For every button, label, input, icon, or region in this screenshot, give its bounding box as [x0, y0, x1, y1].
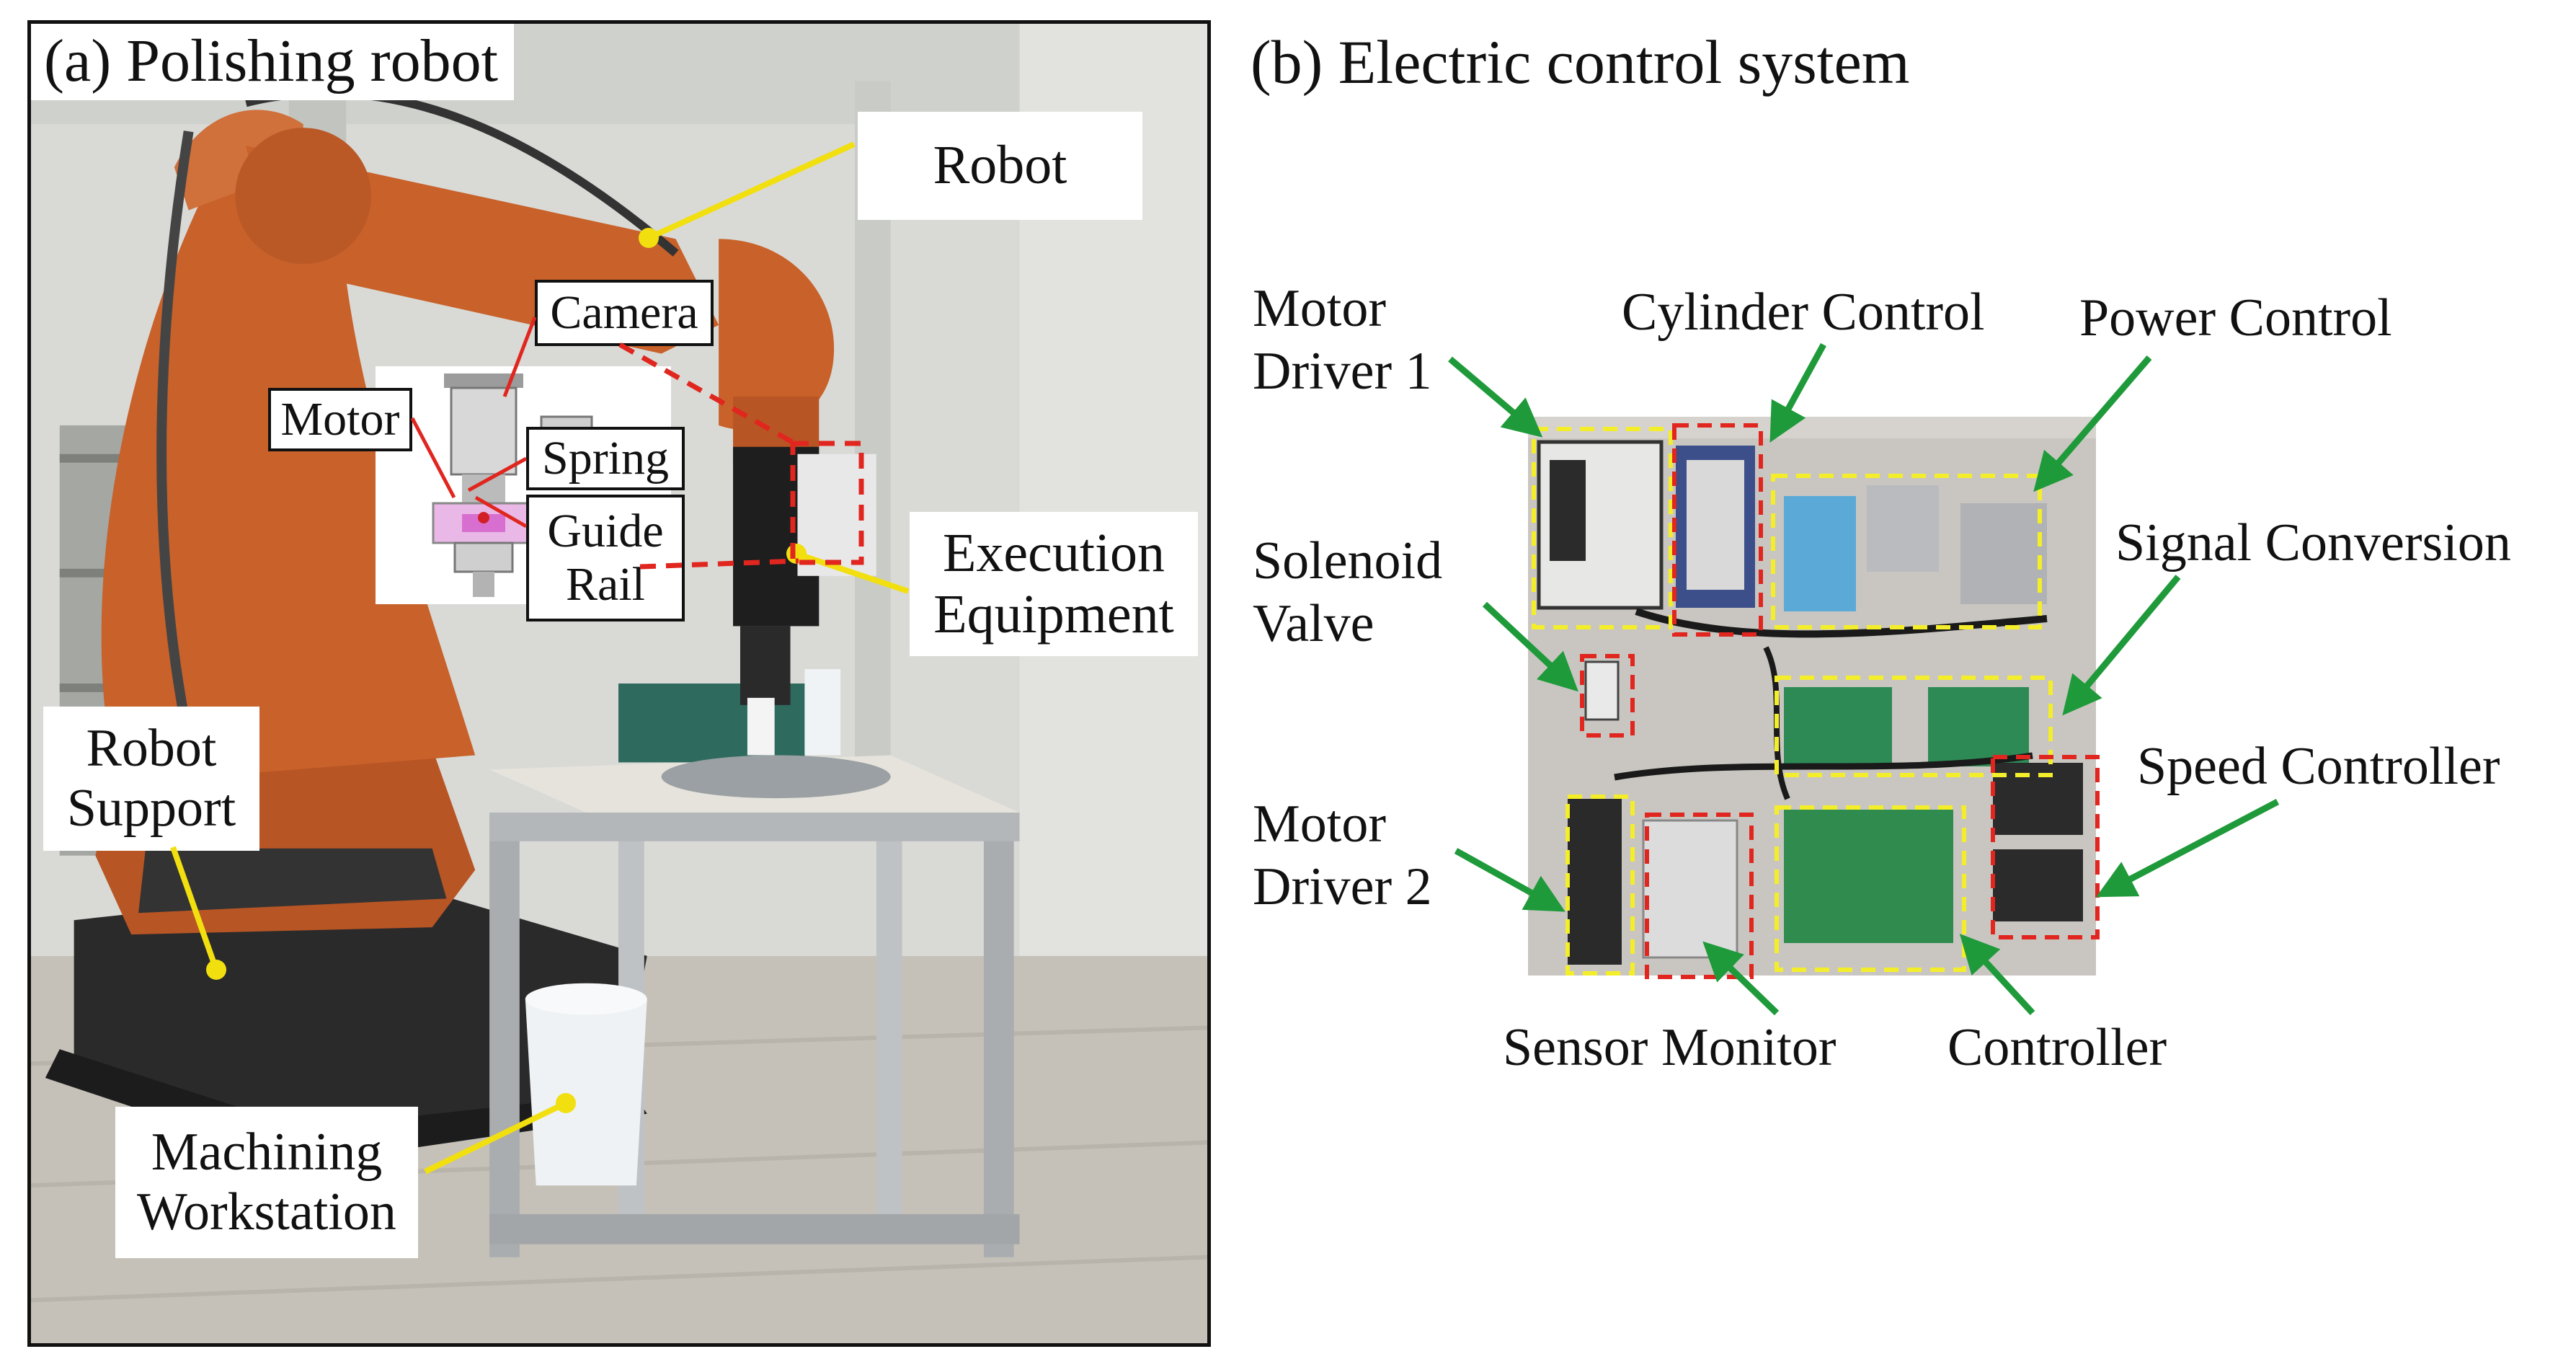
label-power-control: Power Control — [2079, 288, 2392, 348]
label-sensor-monitor: Sensor Monitor — [1503, 1018, 1836, 1077]
label-controller: Controller — [1947, 1018, 2167, 1077]
label-speed-controller: Speed Controller — [2137, 737, 2500, 796]
arrow-speed-controller — [2096, 799, 2280, 898]
label-execution-line1: Execution — [942, 522, 1165, 583]
label-camera: Camera — [535, 280, 714, 346]
label-robot: Robot — [858, 112, 1142, 220]
label-solenoid-valve: Solenoid Valve — [1253, 530, 1442, 656]
label-motor-driver-1-line1: Motor — [1253, 279, 1386, 338]
label-spring: Spring — [526, 427, 685, 490]
label-solenoid-line1: Solenoid — [1253, 531, 1443, 590]
label-workstation-line2: Workstation — [137, 1182, 396, 1242]
label-execution-equipment: Execution Equipment — [910, 512, 1198, 656]
panel-b-title: (b) Electric control system — [1251, 27, 1910, 97]
label-machining-workstation: Machining Workstation — [115, 1107, 418, 1258]
label-motor-driver-2-line1: Motor — [1253, 795, 1386, 854]
label-motor-driver-2: Motor Driver 2 — [1253, 793, 1432, 919]
label-motor-driver-2-line2: Driver 2 — [1253, 857, 1432, 917]
label-motor: Motor — [268, 388, 412, 451]
label-execution-line2: Equipment — [933, 584, 1174, 645]
label-guide-rail-line2: Rail — [566, 558, 645, 611]
label-signal-conversion: Signal Conversion — [2115, 513, 2511, 572]
label-workstation-line1: Machining — [151, 1123, 383, 1182]
electric-control-board-photo — [1528, 417, 2096, 976]
label-support-line2: Support — [66, 779, 236, 838]
label-solenoid-line2: Valve — [1253, 594, 1374, 654]
label-robot-support: Robot Support — [43, 707, 259, 851]
label-guide-rail-line1: Guide — [547, 505, 664, 558]
label-cylinder-control: Cylinder Control — [1622, 283, 1985, 342]
label-guide-rail: Guide Rail — [526, 495, 685, 621]
label-motor-driver-1-line2: Driver 1 — [1253, 342, 1432, 402]
panel-a-title: (a) Polishing robot — [31, 24, 514, 101]
label-support-line1: Robot — [86, 719, 217, 779]
label-motor-driver-1: Motor Driver 1 — [1253, 278, 1432, 404]
arrow-motor-driver-1 — [1448, 356, 1543, 438]
